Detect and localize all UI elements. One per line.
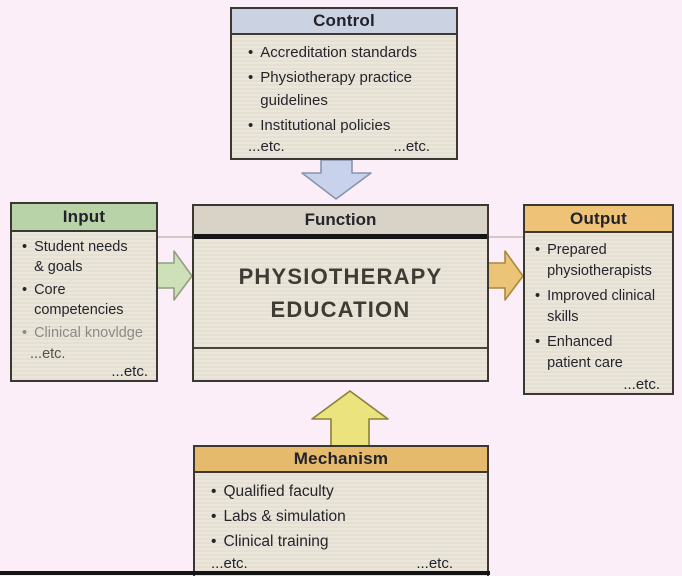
etc-label: ...etc. — [30, 346, 66, 362]
mechanism-etc-row: ...etc. ...etc. — [195, 554, 487, 572]
output-title: Output — [570, 208, 627, 228]
etc-label: ...etc. — [623, 376, 660, 393]
etc-label: ...etc. — [111, 363, 148, 380]
bullet-icon: • — [22, 282, 28, 298]
control-header: Control — [232, 9, 456, 35]
list-item: • Qualified faculty — [211, 480, 471, 504]
list-item: • Institutional policies — [248, 114, 444, 137]
output-right-arrow-icon — [487, 250, 524, 301]
bullet-icon: • — [535, 242, 541, 258]
input-bullet-list: • Student needs & goals • Core competenc… — [12, 232, 156, 343]
control-bullet-list: • Accreditation standards • Physiotherap… — [232, 35, 456, 137]
bullet-icon: • — [211, 508, 217, 525]
list-item: • Core competencies — [22, 282, 124, 318]
etc-label: ...etc. — [248, 138, 285, 155]
output-header: Output — [525, 206, 672, 233]
function-divider — [194, 234, 487, 239]
list-item: • Student needs & goals — [22, 239, 128, 275]
etc-label: ...etc. — [393, 138, 430, 155]
input-title: Input — [62, 207, 106, 226]
up-arrow-icon — [311, 390, 389, 447]
input-header: Input — [12, 204, 156, 232]
mechanism-box: Mechanism • Qualified faculty • Labs & s… — [193, 445, 489, 576]
bullet-icon: • — [22, 325, 28, 341]
mechanism-header: Mechanism — [195, 447, 487, 473]
list-item: • Accreditation standards — [248, 41, 444, 64]
list-item: • Improved clinical skills — [535, 286, 668, 328]
etc-label: ...etc. — [211, 555, 248, 572]
list-item: • Labs & simulation — [211, 505, 471, 529]
input-right-arrow-icon — [156, 250, 193, 301]
bullet-icon: • — [248, 44, 254, 61]
function-box: Function PHYSIOTHERAPY EDUCATION — [192, 204, 489, 382]
control-title: Control — [313, 11, 375, 30]
bullet-icon: • — [248, 69, 254, 86]
bottom-edge-line — [0, 571, 490, 575]
mechanism-title: Mechanism — [293, 449, 389, 468]
control-box: Control • Accreditation standards • Phys… — [230, 7, 458, 160]
function-body: PHYSIOTHERAPY EDUCATION — [194, 239, 487, 349]
down-arrow-icon — [301, 159, 372, 200]
bullet-icon: • — [211, 533, 217, 550]
mechanism-bullet-list: • Qualified faculty • Labs & simulation … — [195, 473, 487, 554]
function-header: Function — [194, 206, 487, 234]
output-bullet-list: • Prepared physiotherapists • Improved c… — [525, 233, 672, 374]
function-title: Function — [304, 210, 377, 229]
list-item: • Prepared physiotherapists — [535, 240, 668, 282]
control-etc-row: ...etc. ...etc. — [232, 137, 456, 155]
input-box: Input • Student needs & goals • Core com… — [10, 202, 158, 382]
list-item: • Physiotherapy practice guidelines — [248, 66, 444, 112]
list-item: • Enhanced patient care — [535, 332, 668, 374]
list-item: • Clinical knovldge — [22, 325, 143, 341]
bullet-icon: • — [248, 117, 254, 134]
function-footer — [194, 349, 487, 380]
list-item: • Clinical training — [211, 530, 471, 554]
etc-label: ...etc. — [416, 555, 453, 572]
output-box: Output • Prepared physiotherapists • Imp… — [523, 204, 674, 395]
bullet-icon: • — [535, 334, 541, 350]
function-name: PHYSIOTHERAPY EDUCATION — [238, 264, 443, 322]
bullet-icon: • — [22, 239, 28, 255]
bullet-icon: • — [211, 483, 217, 500]
bullet-icon: • — [535, 288, 541, 304]
